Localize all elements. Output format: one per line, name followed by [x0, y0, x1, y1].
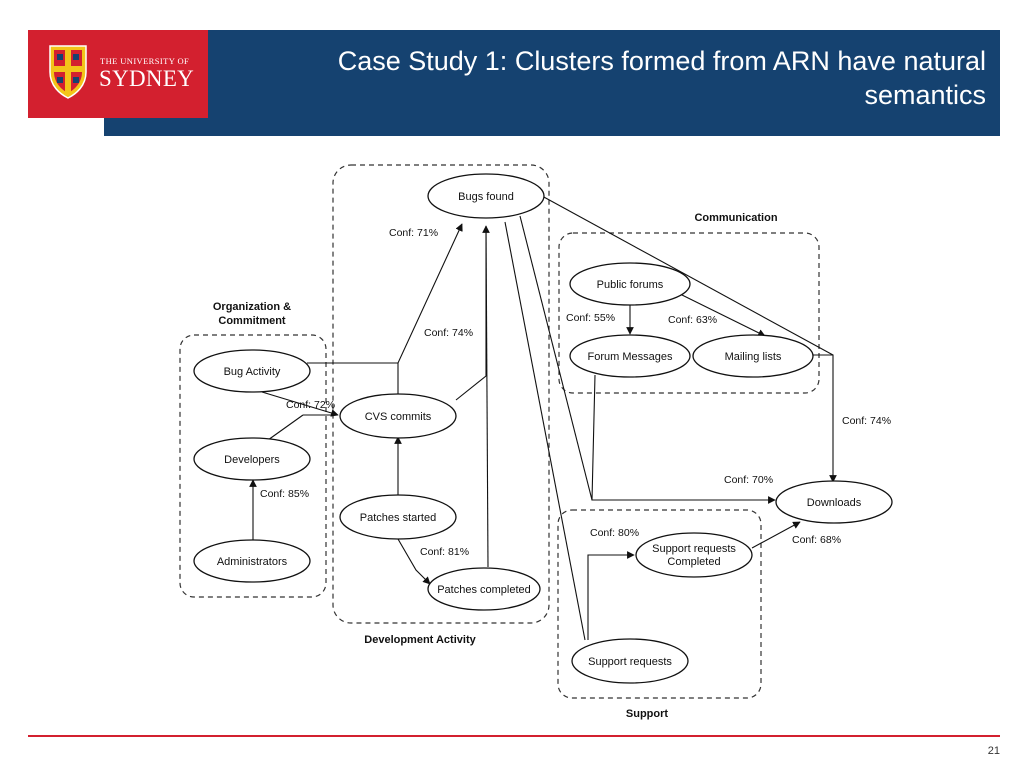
- node-label-patches-started: Patches started: [360, 512, 436, 524]
- node-label-downloads: Downloads: [807, 497, 862, 509]
- conf-label-70: Conf: 70%: [724, 474, 773, 486]
- group-label-communication: Communication: [694, 212, 777, 224]
- conf-label-81: Conf: 81%: [420, 546, 469, 558]
- group-label-development: Development Activity: [364, 634, 476, 646]
- node-support-requests-completed: [635, 532, 753, 578]
- footer-divider: [28, 735, 1000, 737]
- node-label-bugs-found: Bugs found: [458, 191, 514, 203]
- node-forum-messages: [569, 334, 691, 378]
- edge-forums-to-mailing: [679, 293, 766, 337]
- slide-title: Case Study 1: Clusters formed from ARN h…: [337, 46, 986, 110]
- edge-bugs-to-support: [504, 221, 586, 641]
- group-box-development: [332, 164, 550, 624]
- node-label-administrators: Administrators: [217, 556, 288, 568]
- edge-completed-to-downloads: [751, 521, 801, 549]
- conf-label-68: Conf: 68%: [792, 534, 841, 546]
- conf-label-74-downloads: Conf: 74%: [842, 415, 891, 427]
- node-label-bug-activity: Bug Activity: [224, 366, 281, 378]
- university-logo: THE UNIVERSITY OF SYDNEY: [28, 30, 208, 118]
- conf-label-63: Conf: 63%: [668, 314, 717, 326]
- node-label-forum-messages: Forum Messages: [588, 351, 673, 363]
- edge-bug-activity-to-cvs: [261, 391, 339, 417]
- node-downloads: [775, 480, 893, 524]
- group-label-support: Support: [626, 708, 668, 720]
- conf-label-55: Conf: 55%: [566, 312, 615, 324]
- node-cvs-commits: [339, 393, 457, 439]
- university-name-line2: SYDNEY: [99, 66, 195, 91]
- conf-label-71: Conf: 71%: [389, 227, 438, 239]
- conf-label-74-cvs: Conf: 74%: [424, 327, 473, 339]
- edge-bug-activity-to-bugs-found: [307, 223, 463, 364]
- node-label-public-forums: Public forums: [597, 279, 664, 291]
- node-mailing-lists: [692, 334, 814, 378]
- edge-patches-to-completed: [397, 538, 431, 585]
- group-box-organization: [179, 334, 327, 598]
- conf-label-85: Conf: 85%: [260, 488, 309, 500]
- node-label-patches-completed: Patches completed: [437, 584, 531, 596]
- university-name-line1: THE UNIVERSITY OF: [100, 56, 190, 66]
- conf-label-72: Conf: 72%: [286, 399, 335, 411]
- edge-mailing-to-downloads: [812, 354, 837, 483]
- page-number: 21: [987, 745, 1000, 757]
- node-label-support-requests: Support requests: [588, 656, 672, 668]
- edge-completed-to-bugs: [485, 225, 489, 568]
- node-administrators: [193, 539, 311, 583]
- node-bugs-found: [427, 173, 545, 219]
- conf-label-80: Conf: 80%: [590, 527, 639, 539]
- node-patches-completed: [427, 567, 541, 611]
- header-bar: [104, 30, 1000, 136]
- edge-support-to-completed: [587, 551, 635, 640]
- edge-developers-to-cvs: [267, 414, 304, 441]
- group-label-organization-line1: Organization &: [213, 301, 291, 313]
- university-crest-icon: [49, 45, 87, 99]
- node-bug-activity: [193, 349, 311, 393]
- group-label-organization-line2: Commitment: [218, 315, 286, 327]
- node-developers: [193, 437, 311, 481]
- node-label-developers: Developers: [224, 454, 280, 466]
- node-patches-started: [339, 494, 457, 540]
- node-label-mailing-lists: Mailing lists: [725, 351, 782, 363]
- node-label-support-completed-line1: Support requests: [652, 543, 736, 555]
- node-public-forums: [569, 262, 691, 306]
- node-support-requests: [571, 638, 689, 684]
- edge-bugs-to-downloads: [519, 215, 593, 501]
- node-label-cvs-commits: CVS commits: [365, 411, 432, 423]
- edge-bugs-to-mailing: [541, 195, 834, 356]
- edge-cvs-to-bugs-found-74: [455, 225, 490, 401]
- group-box-communication: [558, 232, 820, 394]
- node-label-support-completed-line2: Completed: [667, 556, 720, 568]
